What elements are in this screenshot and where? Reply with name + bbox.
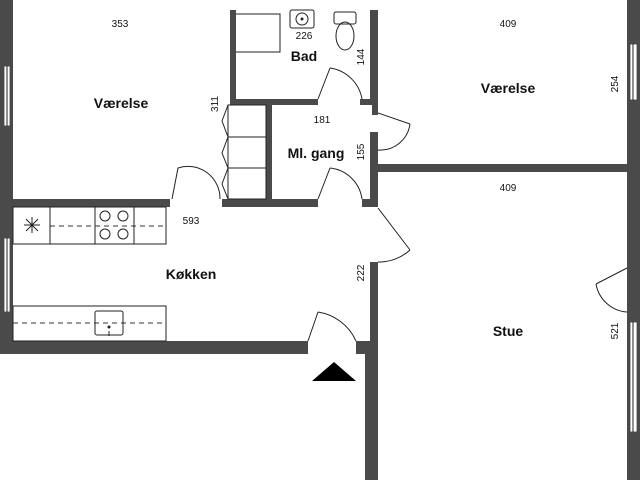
dimension-label: 409: [500, 183, 517, 194]
shower-area: [236, 13, 281, 53]
wall-stue-left-lower: [365, 341, 378, 480]
dimension-label: 593: [183, 216, 200, 227]
sink-drain-icon: [300, 17, 304, 21]
dimension-labels: 353 226 144 409 254 311 181 155 409 593 …: [112, 19, 621, 339]
door-vaerelse-left: [171, 165, 221, 200]
wardrobe-door-2: [221, 136, 229, 169]
dimension-label: 353: [112, 19, 129, 30]
dimension-label: 222: [356, 264, 367, 281]
stove-burner-icon: [117, 228, 129, 240]
fan-icon: [24, 217, 40, 233]
room-label-vaerelse-right: Værelse: [481, 80, 536, 96]
bathroom-fixtures: [236, 9, 357, 53]
wall-stue-left-mid: [370, 166, 378, 206]
wall-vaerelse-left-bottom: [13, 199, 170, 207]
dimension-label: 521: [610, 322, 621, 339]
dimension-label: 144: [356, 48, 367, 65]
wall-bad-left: [230, 10, 236, 105]
door-vaerelse-right: [377, 112, 411, 151]
wall-gang-bottom-right: [362, 199, 378, 207]
stove-burner-icon: [99, 228, 111, 240]
sink-basin-icon: [295, 12, 309, 26]
wall-vaerelse-right-bottom: [370, 164, 627, 172]
door-gang-bottom: [317, 167, 363, 200]
stove-burner-icon: [117, 210, 129, 222]
entrance-arrow-icon: [312, 362, 356, 381]
door-bad: [317, 67, 363, 100]
dimension-label: 311: [210, 96, 221, 112]
counter-top: [12, 206, 167, 245]
room-label-vaerelse-left: Værelse: [94, 95, 149, 111]
dimension-label: 409: [500, 19, 517, 30]
room-label-stue: Stue: [493, 323, 524, 339]
doors: [171, 67, 628, 342]
dimension-label: 254: [610, 75, 621, 92]
wardrobe: [221, 104, 267, 200]
wall-vaerelse-right-left: [370, 132, 378, 172]
wall-stue-left: [370, 262, 378, 354]
room-label-gang: Ml. gang: [288, 145, 345, 161]
kitchen-fixtures: [12, 206, 167, 342]
door-stue-right: [595, 267, 628, 313]
dimension-label: 181: [314, 115, 331, 126]
wall-gang-left: [266, 105, 272, 207]
windows: [3, 43, 638, 433]
room-label-bad: Bad: [291, 48, 317, 64]
wall-bad-right: [370, 10, 378, 105]
wall-bad-bottom: [230, 99, 318, 105]
door-stue: [377, 207, 411, 263]
kitchen-sink-drain-icon: [107, 325, 111, 329]
wall-bad-right-lower: [372, 99, 378, 115]
dimension-label: 155: [356, 143, 367, 160]
toilet-tank-icon: [333, 11, 357, 25]
sink: [289, 9, 315, 29]
stove-burner-icon: [99, 210, 111, 222]
toilet-bowl-icon: [335, 21, 355, 51]
wardrobe-door-3: [221, 167, 229, 200]
door-entrance: [307, 311, 357, 342]
wardrobe-outline: [227, 104, 267, 200]
wall-kitchen-bottom: [0, 341, 308, 354]
room-labels: Værelse Bad Værelse Ml. gang Køkken Stue: [94, 48, 536, 339]
wardrobe-door-1: [221, 104, 229, 138]
room-label-kokken: Køkken: [166, 266, 217, 282]
wall-bad-bottom-right: [360, 99, 378, 105]
dimension-label: 226: [296, 31, 313, 42]
